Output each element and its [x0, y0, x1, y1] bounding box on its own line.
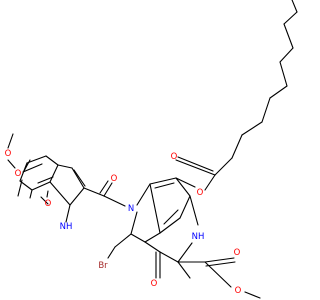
bond-line — [261, 97, 271, 123]
bond-line — [31, 181, 51, 191]
bond-line — [46, 190, 49, 198]
bond-line — [175, 177, 191, 197]
bond-line — [175, 159, 216, 176]
molecule-structure: O O O NH O N O O Br NH O O O — [4, 0, 298, 299]
atom-label-o-methylester: O — [235, 286, 242, 296]
bond-line — [29, 189, 33, 199]
atom-label-o-ester-carbonyl: O — [171, 152, 178, 162]
bond-line — [65, 204, 71, 223]
bond-line — [103, 195, 126, 207]
bond-line — [49, 181, 71, 206]
bond-line — [205, 261, 236, 267]
bond-line — [204, 261, 232, 288]
bond-line — [130, 211, 138, 235]
bond-line — [49, 164, 59, 183]
atom-label-o-methylester-carbonyl: O — [234, 248, 241, 258]
bond-line — [189, 195, 199, 226]
bond-line — [149, 177, 177, 185]
atom-label-br: Br — [98, 261, 108, 271]
bond-line — [283, 23, 294, 49]
atom-label-n-pyrroline: N — [128, 204, 134, 214]
atom-label-o-me2: O — [15, 169, 22, 179]
bond-line — [7, 133, 14, 149]
bond-line — [291, 0, 298, 13]
structure-diagram: O O O NH O N O O Br NH O O O — [5, 0, 298, 299]
bond-line — [73, 169, 86, 187]
bond-line — [57, 164, 73, 169]
bond-line — [114, 233, 132, 248]
bond-line — [177, 242, 193, 263]
bond-line — [130, 233, 146, 243]
bond-line — [99, 180, 109, 194]
bond-line — [149, 183, 161, 234]
bond-line — [204, 174, 216, 191]
atom-label-nh-indole: NH — [60, 222, 73, 232]
bond-line — [214, 157, 233, 176]
atom-label-o-ketone: O — [151, 279, 158, 289]
bond-line — [231, 134, 243, 159]
bond-line — [159, 217, 181, 234]
atom-labels: O O O NH O N O O Br NH O O O — [5, 149, 242, 296]
atom-label-o-me3: O — [45, 199, 52, 209]
bond-line — [22, 163, 43, 173]
bond-line — [154, 182, 175, 189]
bond-line — [279, 61, 288, 87]
bond-line — [136, 183, 151, 206]
bond-line — [177, 156, 214, 172]
bond-line — [103, 182, 113, 197]
atom-label-o-ester-ring: O — [197, 188, 204, 198]
bond-line — [71, 167, 85, 189]
bond-line — [7, 159, 16, 169]
bond-line — [83, 187, 105, 197]
bond-line — [23, 159, 31, 172]
bond-line — [241, 121, 263, 136]
bond-line — [19, 180, 33, 191]
bond-line — [179, 195, 191, 219]
bond-line — [107, 246, 116, 259]
atom-label-o-me1: O — [5, 149, 12, 159]
bond-line — [45, 155, 59, 166]
bond-line — [283, 11, 298, 25]
atom-label-nh-lower: NH — [192, 232, 205, 242]
bond-line — [40, 196, 49, 205]
bond-line — [159, 251, 179, 263]
bond-line — [244, 291, 261, 299]
bond-line — [144, 232, 161, 243]
bond-lines — [7, 0, 298, 299]
bond-line — [177, 261, 191, 279]
bond-line — [269, 85, 288, 99]
bond-line — [26, 155, 47, 164]
bond-line — [279, 47, 294, 63]
bond-line — [204, 257, 235, 263]
bond-line — [37, 176, 54, 184]
bond-line — [175, 177, 196, 188]
bond-line — [163, 209, 179, 225]
bond-line — [69, 187, 85, 206]
bond-line — [144, 241, 161, 253]
atom-label-o-amide: O — [111, 174, 118, 184]
